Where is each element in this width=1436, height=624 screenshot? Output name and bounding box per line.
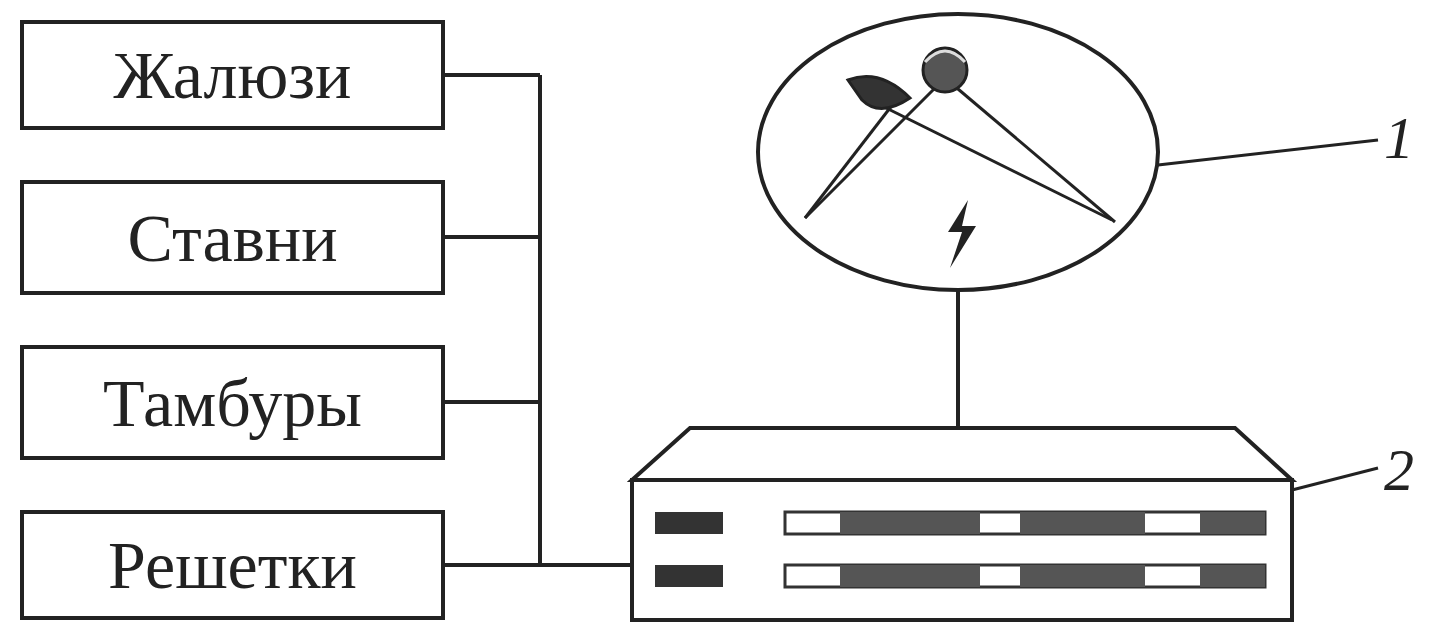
- sun-symbol: [923, 48, 967, 92]
- device-top: [632, 428, 1292, 480]
- wire: [445, 73, 540, 77]
- device-box: Жалюзи: [20, 20, 445, 130]
- wire: [445, 563, 540, 567]
- sensor-ellipse: [758, 14, 1158, 290]
- lightning-symbol: [948, 200, 976, 268]
- wire: [956, 290, 960, 428]
- wire: [445, 235, 540, 239]
- indicator: [655, 512, 723, 534]
- device-front: [632, 480, 1292, 620]
- bus-wire: [540, 563, 632, 567]
- ray: [805, 95, 900, 218]
- display-segment: [1020, 512, 1145, 534]
- sun-symbol: [925, 51, 965, 62]
- device-box: Тамбуры: [20, 345, 445, 460]
- leaf-symbol: [848, 77, 910, 109]
- box-label: Жалюзи: [114, 41, 352, 109]
- display-segment: [1200, 512, 1265, 534]
- leader-line: [1292, 468, 1378, 490]
- device-box: Решетки: [20, 510, 445, 620]
- callout-number: 1: [1384, 108, 1414, 168]
- indicator: [655, 565, 723, 587]
- ray: [860, 95, 1112, 220]
- display-strip: [785, 512, 1265, 534]
- callout-number: 2: [1384, 440, 1414, 500]
- display-segment: [840, 565, 980, 587]
- bus-wire: [538, 75, 542, 565]
- box-label: Решетки: [108, 531, 357, 599]
- leader-line: [1158, 140, 1378, 165]
- display-segment: [840, 512, 980, 534]
- display-strip: [785, 565, 1265, 587]
- display-segment: [1020, 565, 1145, 587]
- box-label: Ставни: [127, 204, 337, 272]
- device-box: Ставни: [20, 180, 445, 295]
- box-label: Тамбуры: [103, 369, 362, 437]
- wire: [445, 400, 540, 404]
- display-segment: [1200, 565, 1265, 587]
